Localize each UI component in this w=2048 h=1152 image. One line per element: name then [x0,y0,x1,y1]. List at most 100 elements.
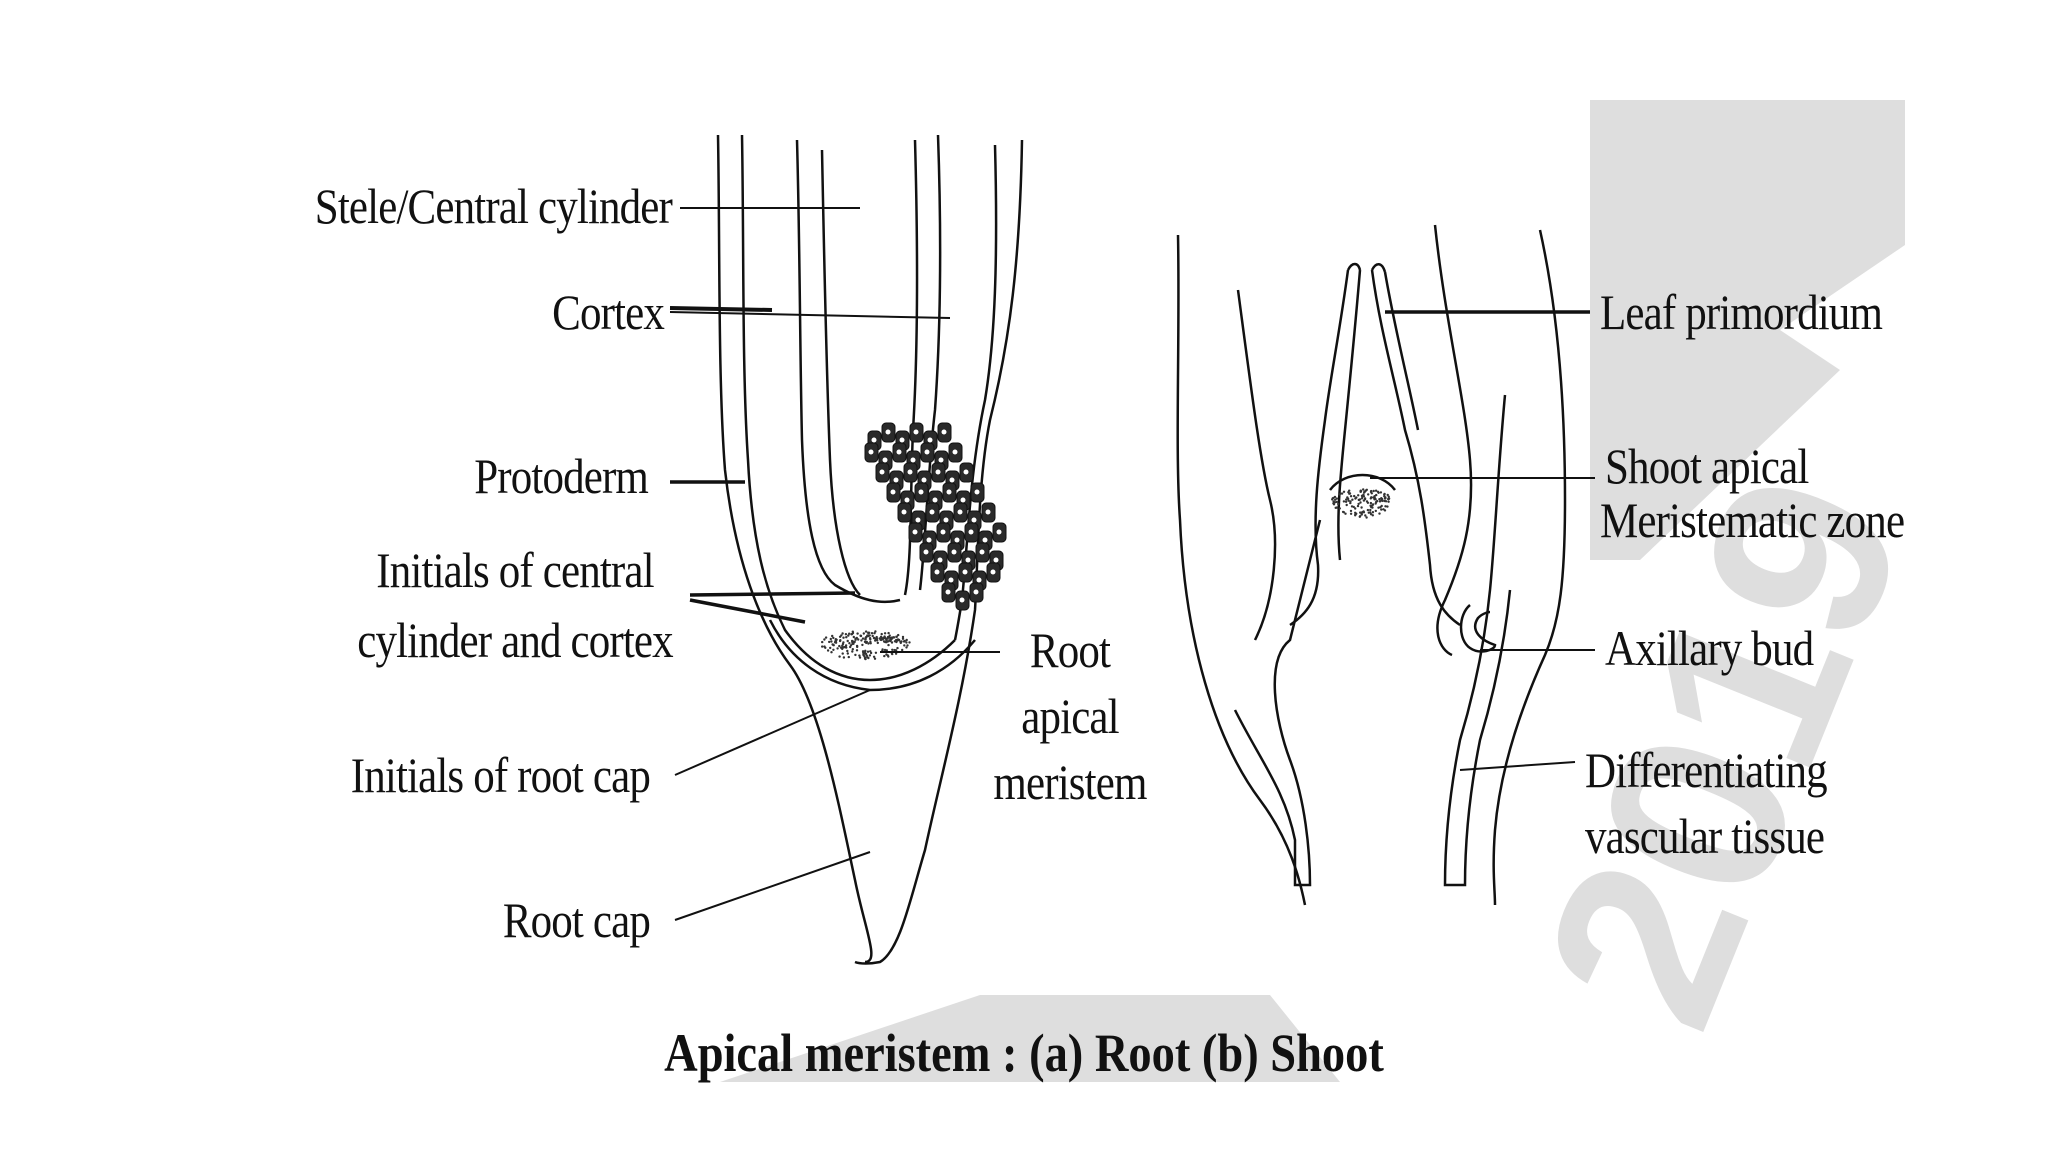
stipple-dot [1383,495,1386,498]
meristem-cell-nucleus [929,509,935,515]
stipple-dot [1362,495,1366,498]
stipple-dot [864,636,868,639]
meristem-cell-nucleus [976,577,982,583]
stipple-dot [1369,501,1373,505]
meristem-cell-nucleus [945,589,951,595]
label-shoot-apical-2: Meristematic zone [1600,492,1905,548]
stipple-dot [831,634,834,638]
stipple-dot [1363,498,1367,501]
stipple-dot [823,638,826,641]
stipple-dot [863,640,867,644]
meristem-cell-nucleus [940,529,946,535]
stipple-dot [1344,512,1347,515]
stipple-dot [1363,490,1366,493]
axillary-bud [1459,604,1497,653]
stipple-dot [1342,511,1346,514]
meristem-cell-nucleus [938,457,944,463]
stipple-dot [1362,488,1365,491]
stipple-dot [834,641,838,644]
stipple-dot [864,657,867,661]
shoot-apical-dome [1329,473,1396,491]
stipple-dot [891,652,894,656]
stipple-dot [857,638,860,641]
stipple-dot [863,650,867,654]
meristem-cell-nucleus [901,509,907,515]
meristem-cell-nucleus [934,569,940,575]
meristem-cell-nucleus [996,529,1002,535]
meristem-cell-nucleus [868,449,874,455]
stipple-dot [1378,498,1381,501]
meristem-cell-nucleus [932,497,938,503]
stipple-dot [880,638,883,642]
stipple-dot [1386,493,1389,497]
label-initials-central-1: Initials of central [376,542,654,598]
stipple-dot [883,654,886,658]
shoot-stem-left [1233,289,1322,887]
stipple-dot [1361,511,1364,514]
root-outer-left [716,134,873,964]
stipple-dot [1360,506,1363,509]
stipple-dot [832,648,835,651]
meristem-cell-nucleus [904,497,910,503]
stipple-dot [1349,500,1352,503]
stipple-dot [847,634,850,637]
stipple-dot [1344,500,1348,503]
meristem-cell-nucleus [957,509,963,515]
stipple-dot [855,636,858,640]
stipple-dot [865,640,868,644]
stipple-dot [824,636,828,639]
stipple-dot [1383,509,1387,512]
label-stele: Stele/Central cylinder [314,178,673,234]
label-root-apical-3: meristem [993,754,1147,810]
stipple-dot [1354,511,1357,514]
stipple-dot [831,643,834,646]
stipple-dot [1345,498,1348,501]
stipple-dot [888,634,891,637]
label-diff-vascular-2: vascular tissue [1585,808,1825,864]
stipple-dot [832,636,835,640]
shoot-outer-left [1176,234,1307,906]
stipple-dot [1353,494,1356,498]
stipple-dot [851,648,854,651]
stipple-dot [881,648,884,651]
stipple-dot [841,632,844,635]
stipple-dot [1335,500,1339,504]
stipple-dot [864,630,868,633]
stipple-dot [1337,502,1340,506]
meristem-cell-nucleus [926,537,932,543]
root-stele-left [795,139,901,604]
stipple-dot [834,639,837,642]
stipple-dot [880,632,883,636]
stipple-dot [858,654,861,657]
stipple-dot [854,638,857,641]
meristem-cell-nucleus [973,589,979,595]
stipple-dot [1367,493,1370,496]
stipple-dot [1332,503,1336,506]
stipple-dot [830,640,833,643]
stipple-dot [851,630,854,633]
meristem-cell-nucleus [960,497,966,503]
stipple-dot [869,650,872,653]
stipple-dot [824,646,827,649]
meristem-cell-nucleus [890,489,896,495]
stipple-dot [840,634,843,637]
root-protoderm-left [740,134,956,682]
meristem-cell-nucleus [935,469,941,475]
stipple-dot [1342,500,1346,503]
meristem-cell-nucleus [907,469,913,475]
stipple-dot [894,652,898,655]
root-protoderm-right [953,144,998,641]
stipple-dot [1342,490,1346,493]
stipple-dot [1364,514,1367,517]
meristem-cell-nucleus [993,557,999,563]
leaf-primordium-right [1370,269,1461,627]
meristem-cell-nucleus [951,549,957,555]
stipple-dot [846,639,849,643]
stipple-dot [872,655,876,658]
label-protoderm: Protoderm [474,448,649,504]
meristem-cell-nucleus [885,429,891,435]
meristem-cell-nucleus [952,449,958,455]
stipple-dot [1378,512,1381,515]
stipple-dot [1356,504,1360,508]
